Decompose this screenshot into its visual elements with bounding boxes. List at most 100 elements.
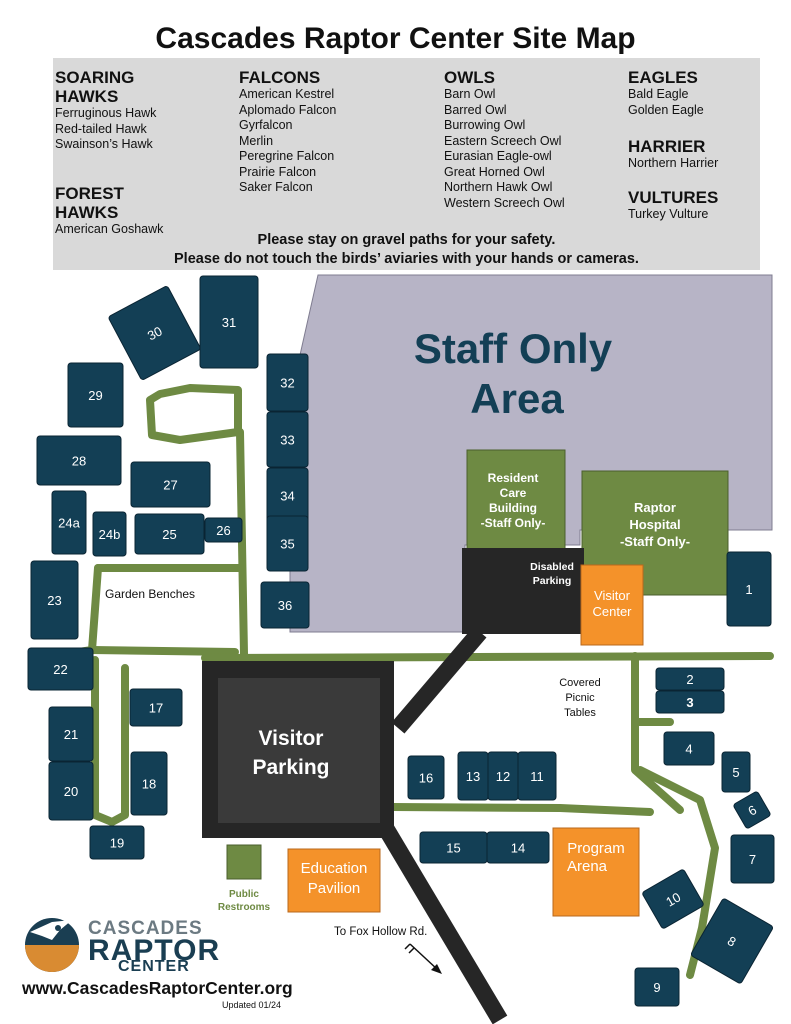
enclosure-box xyxy=(134,513,205,555)
enclosure-label: 13 xyxy=(466,769,480,784)
legend-item: Prairie Falcon xyxy=(239,164,317,179)
enclosure-14: 14 xyxy=(486,831,550,864)
enclosure-7: 7 xyxy=(730,834,775,884)
enclosure-label: 32 xyxy=(280,376,294,391)
covered-picnic-label: Covered xyxy=(559,677,601,689)
enclosure-label: 11 xyxy=(530,769,544,784)
enclosure-box xyxy=(730,834,775,884)
enclosure-label: 29 xyxy=(88,388,102,403)
legend-item: American Kestrel xyxy=(239,87,335,101)
enclosure-3: 3 xyxy=(655,690,725,714)
enclosure-label: 21 xyxy=(64,727,78,742)
enclosure-box xyxy=(48,761,94,821)
legend-item: Northern Hawk Owl xyxy=(444,180,553,194)
enclosure-box xyxy=(130,461,211,508)
legend-eagles: EAGLES Bald Eagle Golden Eagle xyxy=(628,68,704,118)
enclosure-box xyxy=(266,515,309,572)
gravel-paths xyxy=(48,384,774,979)
enclosure-box xyxy=(89,825,145,860)
enclosure-30: 30 xyxy=(108,286,201,380)
enclosure-box xyxy=(642,869,704,929)
enclosure-label: 36 xyxy=(278,598,292,613)
legend-item: Swainson’s Hawk xyxy=(55,137,153,151)
safety-notice: Please stay on gravel paths for your saf… xyxy=(257,232,556,248)
education-pavilion-label: Education xyxy=(301,860,368,877)
enclosure-19: 19 xyxy=(89,825,145,860)
website-link[interactable]: www.CascadesRaptorCenter.org xyxy=(22,978,293,998)
enclosure-29: 29 xyxy=(67,362,124,428)
enclosure-label: 28 xyxy=(72,454,86,469)
legend-item: Burrowing Owl xyxy=(444,118,526,132)
enclosure-label: 15 xyxy=(446,841,460,856)
enclosure-label: 3 xyxy=(686,695,693,710)
enclosure-24b: 24b xyxy=(92,511,127,557)
legend-item: Merlin xyxy=(239,133,274,148)
enclosure-box xyxy=(27,647,94,691)
enclosure-box xyxy=(663,731,715,766)
education-pavilion-label: Pavilion xyxy=(308,880,361,897)
enclosure-36: 36 xyxy=(260,581,310,629)
enclosure-label: 19 xyxy=(110,836,124,851)
legend-item: Aplomado Falcon xyxy=(239,102,337,117)
public-restrooms xyxy=(226,844,262,880)
enclosure-label: 10 xyxy=(663,889,683,909)
legend-item: Bald Eagle xyxy=(628,87,689,101)
enclosure-box xyxy=(30,560,79,640)
enclosure-label: 35 xyxy=(280,537,294,552)
resident-care-label: Care xyxy=(500,486,527,500)
roads xyxy=(374,626,508,1024)
legend-heading: VULTURES xyxy=(628,188,719,207)
enclosure-31: 31 xyxy=(199,275,259,369)
legend-item: Saker Falcon xyxy=(239,180,313,194)
enclosure-box xyxy=(266,411,309,468)
enclosure-label: 1 xyxy=(745,582,752,597)
enclosure-28: 28 xyxy=(36,435,122,486)
legend-item: Ferruginous Hawk xyxy=(55,106,157,120)
enclosure-box xyxy=(721,751,751,793)
enclosure-label: 27 xyxy=(163,478,177,493)
enclosures: 123456789101112131415161718192021222324a… xyxy=(27,275,775,1007)
enclosure-34: 34 xyxy=(266,467,309,524)
gravel-path xyxy=(236,428,248,658)
enclosure-32: 32 xyxy=(266,353,309,412)
gravel-path xyxy=(88,646,239,656)
raptor-hospital-label: Hospital xyxy=(629,517,680,532)
legend-heading: HAWKS xyxy=(55,203,119,222)
enclosure-22: 22 xyxy=(27,647,94,691)
enclosure-15: 15 xyxy=(419,831,488,864)
enclosure-25: 25 xyxy=(134,513,205,555)
legend-item: American Goshawk xyxy=(55,222,164,236)
enclosure-box xyxy=(204,517,243,543)
enclosure-box xyxy=(36,435,122,486)
enclosure-label: 34 xyxy=(280,489,294,504)
visitor-center-label: Visitor xyxy=(594,588,631,603)
enclosure-1: 1 xyxy=(726,551,772,627)
enclosure-label: 30 xyxy=(145,323,165,343)
public-restrooms-label: Restrooms xyxy=(218,902,271,913)
enclosure-8: 8 xyxy=(690,898,774,984)
enclosure-23: 23 xyxy=(30,560,79,640)
enclosure-6: 6 xyxy=(733,791,771,829)
enclosure-box xyxy=(655,690,725,714)
legend-heading: SOARING xyxy=(55,68,135,87)
page-title: Cascades Raptor Center Site Map xyxy=(155,22,636,55)
enclosure-box xyxy=(655,667,725,691)
legend-heading: OWLS xyxy=(444,68,495,87)
enclosure-box xyxy=(266,353,309,412)
enclosure-label: 14 xyxy=(511,841,525,856)
enclosure-box xyxy=(260,581,310,629)
education-pavilion xyxy=(287,848,381,913)
visitor-parking-lot xyxy=(218,678,380,823)
gravel-path xyxy=(388,803,654,816)
enclosure-5: 5 xyxy=(721,751,751,793)
enclosure-21: 21 xyxy=(48,706,94,762)
enclosure-label: 24a xyxy=(58,516,80,531)
enclosure-label: 20 xyxy=(64,784,78,799)
legend-item: Western Screech Owl xyxy=(444,195,565,210)
enclosure-box xyxy=(129,688,183,727)
gravel-path xyxy=(631,652,684,814)
enclosure-box xyxy=(108,286,201,380)
resident-care-label: Resident xyxy=(488,471,539,485)
fox-hollow-label: To Fox Hollow Rd. xyxy=(334,926,427,938)
